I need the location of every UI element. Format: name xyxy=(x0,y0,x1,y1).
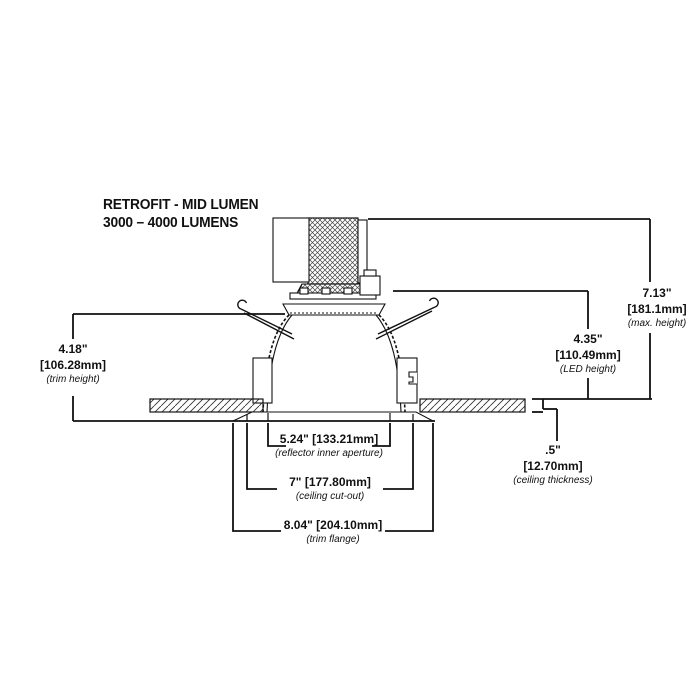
dim-max-height: 7.13" [181.1mm] (max. height) xyxy=(597,285,700,331)
dim-flange-lines xyxy=(232,423,434,532)
cutout-label: (ceiling cut-out) xyxy=(295,491,365,502)
trim-height-label: (trim height) xyxy=(46,374,100,385)
mounting-plate xyxy=(289,287,377,300)
ceiling-thickness-mm: [12.70mm] xyxy=(523,459,583,473)
torsion-spring-right xyxy=(375,297,439,340)
trim-height-mm: [106.28mm] xyxy=(39,358,107,372)
terminal-block xyxy=(359,269,381,296)
trim-height-inches: 4.18" xyxy=(58,342,88,356)
ceiling-left xyxy=(149,398,264,413)
trim-flange xyxy=(232,411,434,422)
dim-ceiling-thickness-lines xyxy=(532,399,558,441)
aperture-value: 5.24" [133.21mm] xyxy=(279,432,379,446)
diagram-title: RETROFIT - MID LUMEN 3000 – 4000 LUMENS xyxy=(103,196,259,232)
dim-aperture-lines xyxy=(267,423,391,447)
max-height-label: (max. height) xyxy=(627,318,687,329)
dim-ceiling-cutout: 7" [177.80mm] (ceiling cut-out) xyxy=(230,474,430,504)
dim-led-height: 4.35" [110.49mm] (LED height) xyxy=(528,331,648,377)
mounting-bracket-right xyxy=(396,357,418,404)
led-height-mm: [110.49mm] xyxy=(555,348,621,362)
dim-trim-height-lines xyxy=(72,313,435,422)
aperture-label: (reflector inner aperture) xyxy=(275,448,383,459)
dim-cutout-lines xyxy=(246,423,414,490)
dim-trim-flange: 8.04" [204.10mm] (trim flange) xyxy=(233,517,433,547)
mounting-bracket-left xyxy=(252,357,273,404)
ceiling-thickness-label: (ceiling thickness) xyxy=(513,475,593,486)
led-height-inches: 4.35" xyxy=(573,332,603,346)
flange-value: 8.04" [204.10mm] xyxy=(283,518,383,532)
dim-led-height-lines xyxy=(393,290,589,399)
flange-label: (trim flange) xyxy=(306,534,360,545)
driver-box xyxy=(272,217,310,283)
dim-trim-height: 4.18" [106.28mm] (trim height) xyxy=(13,341,133,387)
ceiling-thickness-inches: .5" xyxy=(545,443,561,457)
dim-max-height-lines xyxy=(368,218,651,399)
extension-ticks xyxy=(246,413,414,421)
dim-ceiling-thickness: .5" [12.70mm] (ceiling thickness) xyxy=(493,442,613,488)
cutout-value: 7" [177.80mm] xyxy=(289,475,371,489)
dim-reflector-aperture: 5.24" [133.21mm] (reflector inner apertu… xyxy=(229,431,429,461)
title-line1: RETROFIT - MID LUMEN xyxy=(103,197,259,213)
led-height-label: (LED height) xyxy=(559,364,617,375)
trim-ring xyxy=(282,303,386,316)
ceiling-right xyxy=(419,398,526,413)
max-height-inches: 7.13" xyxy=(642,286,672,300)
max-height-mm: [181.1mm] xyxy=(627,302,687,316)
title-line2: 3000 – 4000 LUMENS xyxy=(103,215,239,231)
